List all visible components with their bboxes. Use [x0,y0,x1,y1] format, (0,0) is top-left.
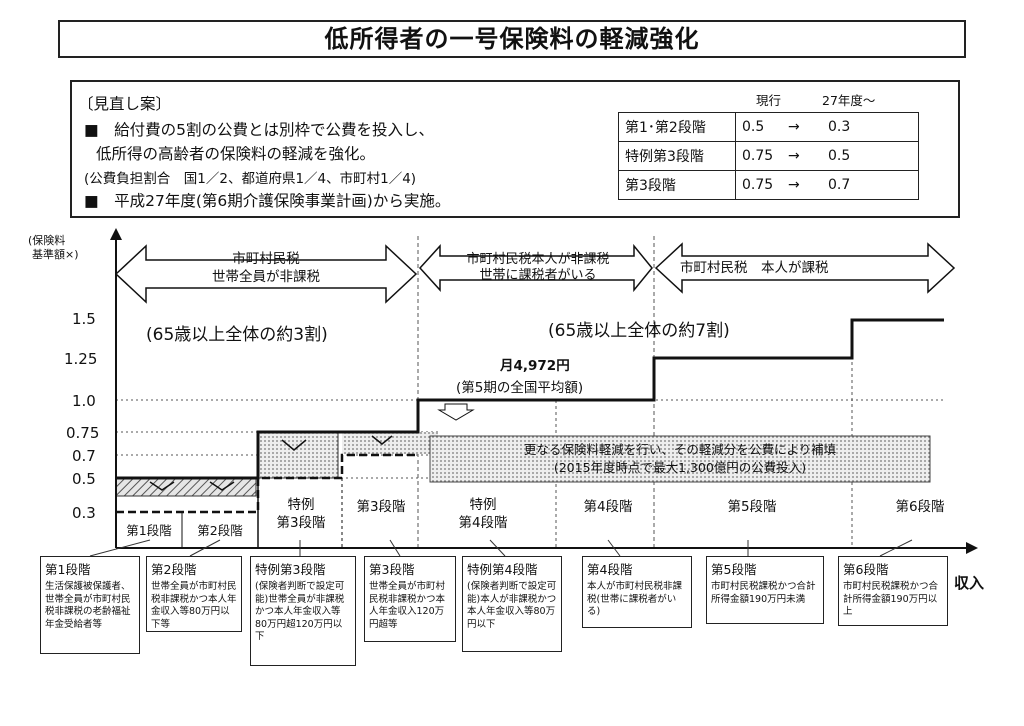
group-label-nontaxed-self: 市町村民税本人が非課税 世帯に課税者がいる [466,252,610,283]
tier-box-1: 第1段階 生活保護被保護者、世帯全員が市町村民税非課税の老齢福祉年金受給者等 [40,556,140,654]
table-row: 特例第3段階 0.75 → 0.5 [618,141,919,171]
share-30-label: (65歳以上全体の約3割) [146,325,328,345]
tier-box-5: 第5段階 市町村民税課税かつ合計所得金額190万円未満 [706,556,824,624]
tier-box-6: 第6段階 市町村民税課税かつ合計所得金額190万円以上 [838,556,948,626]
review-line-1: ■ 給付費の5割の公費とは別枠で公費を投入し、 [84,121,435,139]
arrow-icon: → [788,119,800,135]
y-tick: 0.75 [66,424,100,442]
y-tick: 0.3 [72,504,96,522]
page-title: 低所得者の一号保険料の軽減強化 [58,20,966,58]
y-tick: 0.7 [72,447,96,465]
arrow-icon: → [788,177,800,193]
rate-col-current: 現行 [756,93,782,108]
y-tick: 1.5 [72,310,96,328]
connector-line [879,539,913,557]
y-tick: 1.0 [72,392,96,410]
down-arrow-icon [437,403,475,421]
reduction-area-tier-3a [257,431,339,479]
segment-label-tier-3: 第3段階 [356,499,406,515]
rate-table: 第1･第2段階 0.5→0.3 特例第3段階 0.75→0.5 第3段階 0.7… [618,112,919,200]
x-axis-arrow-icon [966,542,978,554]
reduced-step-line [116,453,418,514]
reduction-note: 更なる保険料軽減を行い、その軽減分を公費により補填 (2015年度時点で最大1,… [523,442,837,475]
rate-row-label: 特例第3段階 [618,141,736,171]
y-axis-label-1: (保険料 [28,234,66,247]
tier-box-3a: 特例第3段階 (保険者判断で設定可能)世帯全員が非課税かつ本人年金収入等80万円… [250,556,356,666]
range-arrow-nontaxed-self [418,243,653,293]
review-heading: 〔見直し案〕 [78,95,172,113]
group-label-taxed-self: 市町村民税 本人が課税 [680,260,829,276]
tier-box-4: 第4段階 本人が市町村民税非課税(世帯に課税者がいる) [582,556,692,628]
down-arrow-icon [209,481,235,491]
rate-current: 0.75 [742,148,774,164]
range-arrow-taxed-self [654,242,956,294]
down-arrow-icon [371,435,393,445]
tier-box-3: 第3段階 世帯全員が市町村民税非課税かつ本人年金収入120万円超等 [364,556,456,642]
y-tick: 0.5 [72,470,96,488]
review-line-2: 低所得の高齢者の保険料の軽減を強化。 [96,145,376,163]
connector-line [489,539,506,557]
x-axis-label: 収入 [954,574,985,592]
y-axis-label-2: 基準額×) [32,248,79,261]
range-arrow-nontaxed-household [114,244,418,304]
arrow-icon: → [788,148,800,164]
rate-current: 0.75 [742,177,774,193]
segment-label-tier-4: 第4段階 [583,499,633,515]
table-row: 第1･第2段階 0.5→0.3 [618,112,919,142]
rate-new: 0.3 [828,119,851,135]
segment-label-tier-1: 第1段階 [126,523,172,538]
tier-box-2: 第2段階 世帯全員が市町村民税非課税かつ本人年金収入等80万円以下等 [146,556,242,632]
connector-line [389,539,401,557]
down-arrow-icon [281,439,307,451]
connector-line [189,539,221,557]
review-line-3: (公費負担割合 国1／2、都道府県1／4、市町村1／4) [84,171,417,187]
rate-new: 0.7 [828,177,851,193]
y-axis-arrow-icon [110,228,122,240]
reduction-area-tier-3 [342,432,438,454]
average-amount: 月4,972円 [500,358,570,374]
share-70-label: (65歳以上全体の約7割) [548,321,730,341]
reduction-area-tier-1-2 [115,477,257,497]
rate-col-new: 27年度～ [822,93,876,108]
segment-label-tier-2: 第2段階 [197,523,243,538]
segment-label-tier-5: 第5段階 [727,499,777,515]
segment-label-tier-4a: 特例 第4段階 [458,497,508,531]
premium-step-line [116,318,944,480]
review-proposal-box [70,80,960,218]
y-tick: 1.25 [64,350,98,368]
tier-box-4a: 特例第4段階 (保険者判断で設定可能)本人が非課税かつ本人年金収入等80万円以下 [462,556,562,652]
average-note: (第5期の全国平均額) [456,380,584,396]
segment-label-tier-3a: 特例 第3段階 [276,497,326,531]
group-label-nontaxed-household: 市町村民税 世帯全員が非課税 [212,251,320,285]
rate-row-label: 第3段階 [618,170,736,200]
connector-line [607,539,621,557]
rate-current: 0.5 [742,119,765,135]
connector-line [89,539,151,557]
reduction-note-box [429,435,931,483]
table-row: 第3段階 0.75 → 0.7 [618,170,919,200]
rate-new: 0.5 [828,148,851,164]
segment-label-tier-6: 第6段階 [895,499,945,515]
review-line-4: ■ 平成27年度(第6期介護保険事業計画)から実施。 [84,192,451,210]
down-arrow-icon [149,481,175,491]
